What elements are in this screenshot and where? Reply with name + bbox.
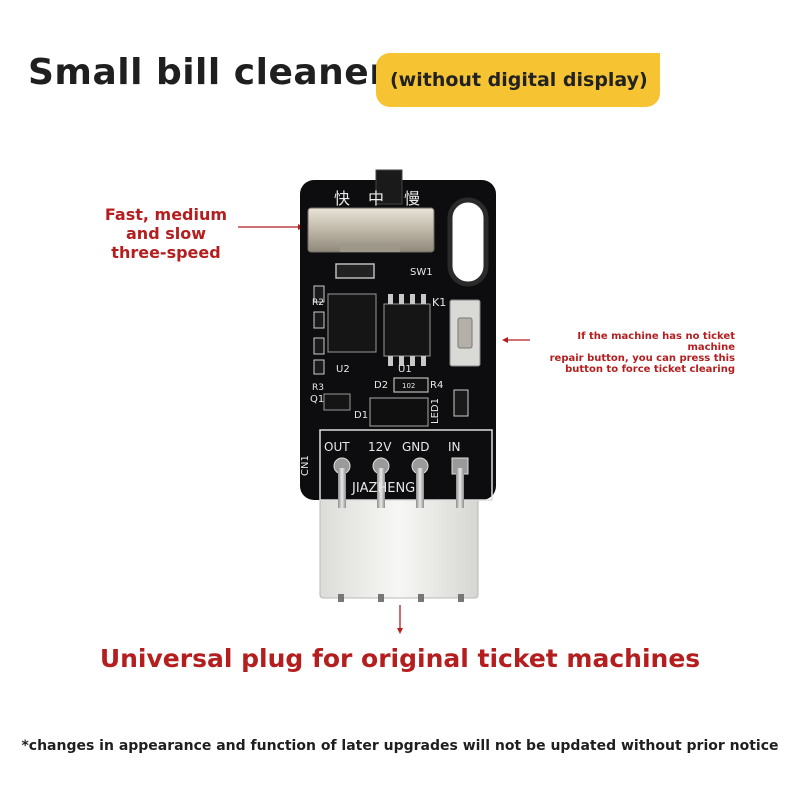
switch-ref-label: SW1 (410, 267, 433, 278)
ref-led1: LED1 (430, 398, 441, 424)
pin-leg (338, 468, 346, 508)
ref-u2: U2 (336, 364, 350, 375)
connector-pin-tip-3 (418, 594, 424, 602)
button-annotation-line-1: If the machine has no ticket machine (577, 331, 735, 353)
force-clear-button-cap[interactable] (457, 317, 473, 349)
speed-annotation-line-3: three-speed (111, 243, 221, 262)
pin-leg (456, 468, 464, 508)
button-annotation-line-2: repair button, you can press this (549, 353, 735, 364)
ref-r2: R2 (312, 298, 324, 308)
speed-annotation-line-1: Fast, medium (104, 205, 228, 224)
connector-pin-tip-2 (378, 594, 384, 602)
upgrade-disclaimer: *changes in appearance and function of l… (21, 738, 779, 754)
u1-pin (399, 294, 404, 304)
plug-arrow-head (397, 628, 403, 634)
ic-u1 (383, 303, 431, 357)
connector-outline (319, 429, 493, 501)
smd-resistor-top (335, 263, 375, 279)
u1-pin (421, 294, 426, 304)
smd-part (313, 311, 325, 329)
u1-pin (388, 356, 393, 366)
pin-label-out: OUT (324, 440, 350, 454)
smd-part (313, 337, 325, 355)
ic-u2 (327, 293, 377, 353)
variant-badge-text: (without digital display) (390, 69, 648, 91)
ref-d2: D2 (374, 380, 388, 391)
resistor-102 (393, 377, 429, 393)
u1-pin (388, 294, 393, 304)
pin-label-gnd: GND (402, 440, 430, 454)
ref-r4: R4 (430, 380, 443, 391)
mounting-slot (447, 197, 489, 287)
resistor-r3 (313, 359, 325, 375)
u1-pin (399, 356, 404, 366)
diode-d1 (369, 397, 429, 427)
transistor-q1 (323, 393, 351, 411)
u1-pin (410, 294, 415, 304)
resistor-r2 (313, 285, 325, 303)
ref-q1: Q1 (310, 394, 324, 405)
speed-switch-annotation: Fast, medium and slow three-speed (96, 205, 236, 262)
button-arrow-head (502, 337, 508, 343)
switch-lever (375, 169, 403, 205)
pcb-board-image: 快 中 慢 SW1 R2 R3 U2 U1 Q1 D2 102 R4 D1 K1 (300, 169, 496, 602)
led1 (453, 389, 469, 417)
page-title: Small bill cleaner (28, 52, 388, 93)
ref-cn1: CN1 (300, 455, 311, 476)
ref-d1: D1 (354, 410, 368, 421)
pin-label-12v: 12V (368, 440, 392, 454)
button-annotation-line-3: button to force ticket clearing (565, 364, 735, 375)
pin-leg (377, 468, 385, 508)
resistor-code: 102 (402, 382, 415, 390)
connector-pin-tip-1 (338, 594, 344, 602)
speed-annotation-line-2: and slow (126, 224, 206, 243)
ref-u1: U1 (398, 364, 412, 375)
switch-base (340, 244, 400, 252)
pin-leg (416, 468, 424, 508)
ref-r3: R3 (312, 383, 324, 393)
u1-pin (410, 356, 415, 366)
switch-label-fast: 快 (334, 189, 350, 208)
variant-badge: (without digital display) (376, 53, 660, 107)
pin-label-in: IN (448, 440, 461, 454)
button-annotation: If the machine has no ticket machine rep… (535, 331, 735, 375)
universal-plug-caption: Universal plug for original ticket machi… (99, 644, 701, 673)
brand-silkscreen: JIAZHENG (351, 481, 415, 496)
ref-k1: K1 (432, 296, 446, 309)
connector-pin-tip-4 (458, 594, 464, 602)
u1-pin (421, 356, 426, 366)
switch-label-slow: 慢 (404, 189, 420, 208)
switch-label-mid: 中 (368, 189, 384, 208)
